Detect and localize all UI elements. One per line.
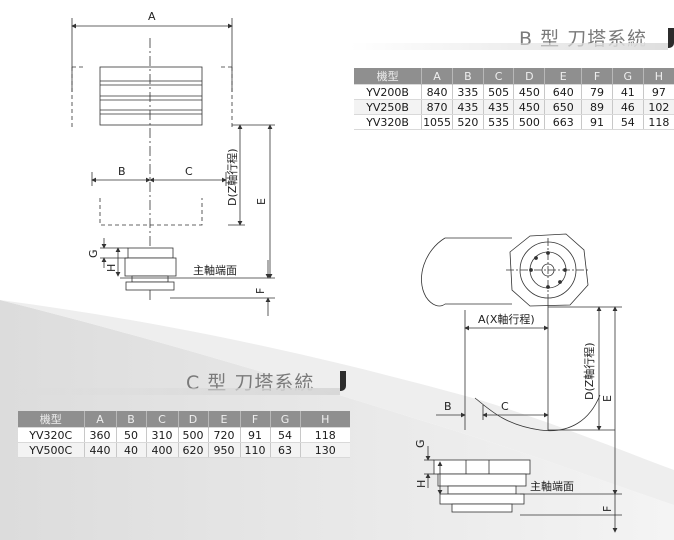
cell: 130 [299, 442, 350, 458]
b-col-h: H [642, 68, 674, 85]
table-row: YV320B 1055 520 535 500 663 91 54 118 [354, 114, 674, 130]
c-col-d: D [177, 411, 208, 428]
cell: 500 [177, 427, 208, 443]
b-table-header: 機型 A B C D E F G H [354, 68, 674, 85]
cell: 520 [451, 114, 484, 130]
left-label-c: C [185, 165, 193, 178]
left-label-a: A [148, 10, 156, 23]
cell: 505 [482, 84, 514, 100]
cell: 663 [544, 114, 582, 130]
c-title-hook [340, 371, 346, 391]
c-col-model: 機型 [18, 411, 84, 428]
cell: YV320C [18, 427, 84, 443]
cell: 310 [145, 427, 178, 443]
c-title-underline [15, 388, 340, 395]
c-col-h: H [299, 411, 350, 428]
cell: 950 [207, 442, 240, 458]
left-label-spindle: 主軸端面 [193, 263, 237, 277]
cell: 89 [581, 99, 613, 115]
b-col-a: A [421, 68, 453, 85]
cell: 440 [83, 442, 116, 458]
cell: 500 [513, 114, 545, 130]
right-diagram-labels: A(X軸行程) B C D(Z軸行程) E F G H 主軸端面 [414, 312, 614, 512]
cell: 435 [482, 99, 514, 115]
cell: 360 [83, 427, 116, 443]
cell: 91 [581, 114, 613, 130]
c-col-f: F [239, 411, 270, 428]
cell: 110 [239, 442, 270, 458]
b-spec-table: 機型 A B C D E F G H YV200B 840 335 505 45… [354, 68, 674, 130]
left-label-d: D(Z軸行程) [225, 148, 239, 206]
right-label-g: G [414, 439, 427, 448]
right-label-e: E [601, 395, 614, 402]
c-table-header: 機型 A B C D E F G H [18, 411, 350, 428]
left-label-f: F [254, 288, 267, 294]
cell: 46 [611, 99, 644, 115]
c-spec-table: 機型 A B C D E F G H YV320C 360 50 310 500… [18, 411, 350, 458]
right-diagram [421, 233, 622, 533]
b-col-d: D [513, 68, 545, 85]
c-col-c: C [145, 411, 178, 428]
table-row: YV200B 840 335 505 450 640 79 41 97 [354, 84, 674, 100]
cell: 620 [177, 442, 208, 458]
left-label-b: B [118, 165, 126, 178]
b-col-f: F [581, 68, 613, 85]
right-label-f: F [601, 506, 614, 512]
c-col-e: E [207, 411, 240, 428]
cell: 1055 [421, 114, 453, 130]
left-label-e: E [255, 198, 268, 205]
right-label-h: H [415, 480, 428, 488]
cell: 650 [544, 99, 582, 115]
cell: 63 [269, 442, 300, 458]
c-col-b: B [115, 411, 146, 428]
left-label-g: G [87, 249, 100, 258]
cell: 118 [642, 114, 674, 130]
cell: 720 [207, 427, 240, 443]
b-title-underline [350, 43, 668, 50]
right-label-b: B [444, 400, 452, 413]
left-diagram-labels: A B C D(Z軸行程) E F G H 主軸端面 [87, 10, 268, 294]
left-label-h: H [105, 264, 118, 272]
right-label-a: A(X軸行程) [478, 312, 535, 326]
table-row: YV250B 870 435 435 450 650 89 46 102 [354, 99, 674, 115]
cell: 640 [544, 84, 582, 100]
right-label-d: D(Z軸行程) [582, 342, 596, 400]
b-col-g: G [611, 68, 644, 85]
cell: 335 [451, 84, 484, 100]
cell: 50 [115, 427, 146, 443]
b-col-model: 機型 [354, 68, 422, 85]
cell: YV320B [354, 114, 422, 130]
cell: YV500C [18, 442, 84, 458]
c-col-g: G [269, 411, 300, 428]
c-col-a: A [83, 411, 116, 428]
right-label-spindle: 主軸端面 [530, 479, 574, 493]
cell: 54 [611, 114, 644, 130]
b-col-c: C [482, 68, 514, 85]
table-row: YV320C 360 50 310 500 720 91 54 118 [18, 427, 350, 443]
b-title-hook [668, 28, 674, 48]
table-row: YV500C 440 40 400 620 950 110 63 130 [18, 442, 350, 458]
cell: 400 [145, 442, 178, 458]
cell: 535 [482, 114, 514, 130]
cell: 40 [115, 442, 146, 458]
left-diagram [71, 18, 275, 316]
b-col-b: B [451, 68, 484, 85]
b-col-e: E [544, 68, 582, 85]
right-label-c: C [501, 400, 509, 413]
